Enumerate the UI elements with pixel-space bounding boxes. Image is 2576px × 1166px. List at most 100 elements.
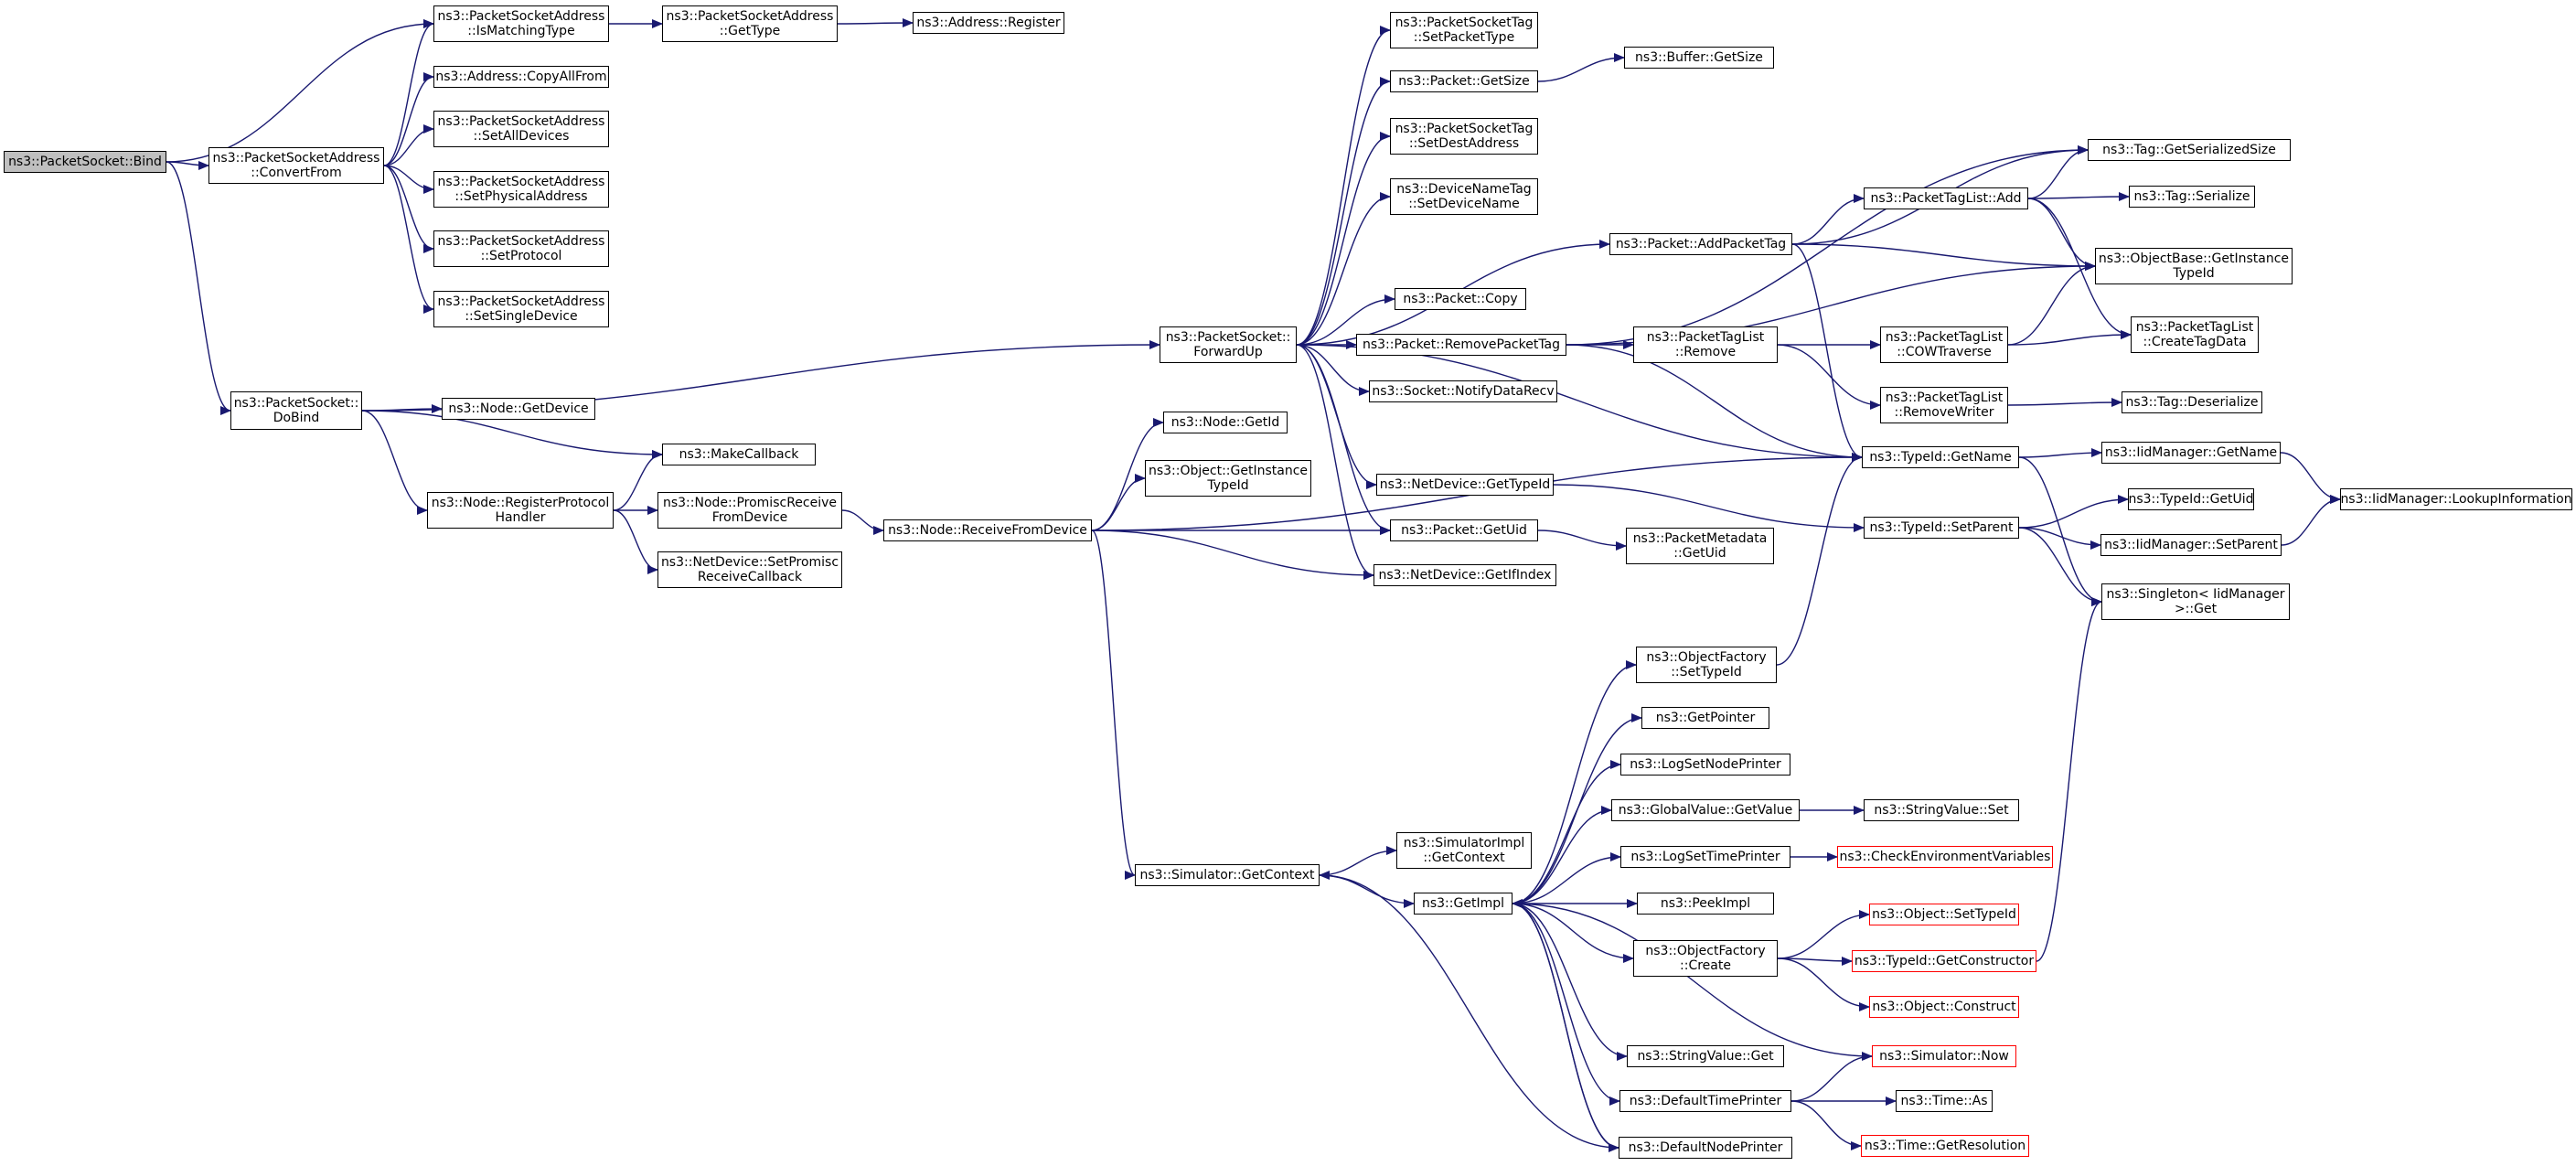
graph-node-packet-copy[interactable]: ns3::Packet::Copy: [1395, 288, 1526, 310]
graph-node-label: ns3::Packet::GetSize: [1398, 74, 1530, 89]
graph-node-singleton-get[interactable]: ns3::Singleton< IidManager>::Get: [2101, 583, 2290, 620]
graph-node-iidm-lookupinfo[interactable]: ns3::IidManager::LookupInformation: [2340, 488, 2572, 510]
call-edge-ptl_cowtraverse-to-ptl_createtagdata: [2007, 330, 2132, 346]
graph-node-label: ForwardUp: [1193, 345, 1263, 359]
graph-node-typeid-getuid[interactable]: ns3::TypeId::GetUid: [2128, 488, 2254, 510]
graph-node-label: ns3::PacketSocketTag: [1395, 122, 1534, 136]
graph-node-netdev-gettypeid[interactable]: ns3::NetDevice::GetTypeId: [1376, 474, 1554, 496]
graph-node-label: ns3::Address::CopyAllFrom: [435, 70, 607, 84]
graph-node-sim-getcontext[interactable]: ns3::Simulator::GetContext: [1135, 864, 1320, 886]
graph-node-setprotocol[interactable]: ns3::PacketSocketAddress::SetProtocol: [433, 230, 609, 267]
graph-node-forwardup[interactable]: ns3::PacketSocket::ForwardUp: [1160, 326, 1297, 363]
call-edge-ptl_add-to-objbase_getinsttid: [2027, 198, 2096, 271]
graph-node-copyallfrom[interactable]: ns3::Address::CopyAllFrom: [433, 66, 609, 88]
graph-node-label: ns3::Node::GetId: [1170, 415, 1280, 430]
graph-node-tag-serialize[interactable]: ns3::Tag::Serialize: [2129, 186, 2255, 208]
call-edge-typeid_getconstructor-to-singleton_get: [2036, 597, 2102, 962]
call-edge-getimpl-to-stringvalue_get: [1512, 903, 1628, 1061]
graph-node-convertfrom[interactable]: ns3::PacketSocketAddress::ConvertFrom: [208, 147, 384, 184]
graph-node-node-getdevice[interactable]: ns3::Node::GetDevice: [442, 398, 595, 420]
graph-node-label: ns3::PacketSocketAddress: [437, 114, 605, 129]
graph-node-objfact-settypeid[interactable]: ns3::ObjectFactory::SetTypeId: [1636, 647, 1777, 683]
graph-node-label: ns3::PacketTagList: [2135, 320, 2254, 335]
graph-node-addr-register[interactable]: ns3::Address::Register: [913, 12, 1064, 34]
graph-node-setsingledev[interactable]: ns3::PacketSocketAddress::SetSingleDevic…: [433, 291, 609, 327]
graph-node-typeid-setparent[interactable]: ns3::TypeId::SetParent: [1864, 517, 2019, 539]
graph-node-pst-setdestaddr[interactable]: ns3::PacketSocketTag::SetDestAddress: [1390, 118, 1538, 155]
graph-node-ptl-createtagdata[interactable]: ns3::PacketTagList::CreateTagData: [2131, 316, 2259, 353]
graph-node-time-getresolution[interactable]: ns3::Time::GetResolution: [1861, 1135, 2029, 1157]
graph-node-sim-now[interactable]: ns3::Simulator::Now: [1872, 1045, 2016, 1067]
graph-node-getimpl[interactable]: ns3::GetImpl: [1414, 893, 1512, 915]
call-edge-regprothandler-to-setpromisccb: [613, 509, 658, 574]
graph-node-label: ns3::GetPointer: [1655, 711, 1756, 725]
graph-node-recvfromdev[interactable]: ns3::Node::ReceiveFromDevice: [883, 519, 1092, 541]
graph-node-label: ::SetDestAddress: [1408, 136, 1520, 151]
graph-node-label: ns3::Node::RegisterProtocol: [431, 496, 610, 510]
graph-node-makecallback[interactable]: ns3::MakeCallback: [662, 444, 816, 465]
graph-node-tag-getsersize[interactable]: ns3::Tag::GetSerializedSize: [2088, 139, 2291, 161]
graph-node-objfact-create[interactable]: ns3::ObjectFactory::Create: [1633, 940, 1778, 977]
graph-node-tag-deserialize[interactable]: ns3::Tag::Deserialize: [2122, 391, 2262, 413]
call-edge-packet_addtag-to-typeid_getname: [1791, 243, 1863, 462]
graph-node-typeid-getconstructor[interactable]: ns3::TypeId::GetConstructor: [1852, 950, 2036, 972]
graph-node-buffer-getsize[interactable]: ns3::Buffer::GetSize: [1624, 47, 1774, 69]
graph-node-getpointer[interactable]: ns3::GetPointer: [1641, 707, 1769, 729]
graph-node-globalvalue-getvalue[interactable]: ns3::GlobalValue::GetValue: [1611, 799, 1800, 821]
graph-node-time-as[interactable]: ns3::Time::As: [1896, 1090, 1993, 1112]
graph-node-dnt-setdevname[interactable]: ns3::DeviceNameTag::SetDeviceName: [1390, 178, 1538, 215]
graph-node-packet-getuid[interactable]: ns3::Packet::GetUid: [1390, 519, 1538, 541]
graph-node-packet-addtag[interactable]: ns3::Packet::AddPacketTag: [1609, 233, 1792, 255]
graph-node-label: ns3::TypeId::SetParent: [1869, 520, 2014, 535]
call-edge-forwardup-to-packet_copy: [1296, 294, 1395, 346]
graph-node-ptl-removewriter[interactable]: ns3::PacketTagList::RemoveWriter: [1880, 387, 2008, 423]
graph-node-peekimpl[interactable]: ns3::PeekImpl: [1637, 893, 1774, 915]
graph-node-dobind[interactable]: ns3::PacketSocket::DoBind: [230, 391, 362, 430]
graph-node-ptl-cowtraverse[interactable]: ns3::PacketTagList::COWTraverse: [1880, 326, 2008, 363]
graph-node-defaulttimeprinter[interactable]: ns3::DefaultTimePrinter: [1619, 1090, 1791, 1112]
graph-node-stringvalue-get[interactable]: ns3::StringValue::Get: [1627, 1045, 1784, 1067]
graph-node-ptl-add[interactable]: ns3::PacketTagList::Add: [1864, 187, 2028, 209]
call-edge-iidm_getname-to-iidm_lookupinfo: [2280, 452, 2341, 504]
graph-node-pst-setpackettype[interactable]: ns3::PacketSocketTag::SetPacketType: [1390, 12, 1538, 48]
call-edge-getimpl-to-logsetnodeprinter: [1512, 760, 1621, 904]
graph-node-checkenvvars[interactable]: ns3::CheckEnvironmentVariables: [1837, 846, 2053, 868]
graph-node-obj-settypeid[interactable]: ns3::Object::SetTypeId: [1869, 904, 2019, 925]
call-edge-getimpl-to-logsettimeprinter: [1512, 852, 1621, 904]
graph-node-typeid-getname[interactable]: ns3::TypeId::GetName: [1862, 446, 2019, 468]
graph-node-ptl-remove[interactable]: ns3::PacketTagList::Remove: [1633, 326, 1778, 363]
graph-node-defaultnodeprinter[interactable]: ns3::DefaultNodePrinter: [1619, 1137, 1792, 1159]
graph-node-stringvalue-set[interactable]: ns3::StringValue::Set: [1864, 799, 2019, 821]
graph-node-ismatching[interactable]: ns3::PacketSocketAddress::IsMatchingType: [433, 5, 609, 42]
graph-node-iidm-getname[interactable]: ns3::IidManager::GetName: [2101, 442, 2281, 464]
call-edge-convertfrom-to-setsingledev: [383, 165, 434, 314]
call-edge-typeid_setparent-to-typeid_getuid: [2018, 495, 2129, 529]
graph-node-label: ns3::Node::PromiscReceive: [662, 496, 838, 510]
graph-node-socket-notifydatarecv[interactable]: ns3::Socket::NotifyDataRecv: [1369, 380, 1557, 402]
graph-node-psa-gettype[interactable]: ns3::PacketSocketAddress::GetType: [662, 5, 838, 42]
call-edge-typeid_setparent-to-singleton_get: [2018, 527, 2102, 606]
graph-node-netdev-getifindex[interactable]: ns3::NetDevice::GetIfIndex: [1374, 564, 1556, 586]
graph-node-label: ns3::PacketTagList: [1885, 390, 2004, 405]
graph-node-label: ns3::TypeId::GetName: [1869, 450, 2012, 465]
graph-node-pktmeta-getuid[interactable]: ns3::PacketMetadata::GetUid: [1626, 528, 1774, 564]
graph-node-packet-removetag[interactable]: ns3::Packet::RemovePacketTag: [1356, 334, 1566, 356]
graph-node-setphysaddr[interactable]: ns3::PacketSocketAddress::SetPhysicalAdd…: [433, 171, 609, 208]
graph-node-iidm-setparent[interactable]: ns3::IidManager::SetParent: [2100, 534, 2282, 556]
graph-node-logsettimeprinter[interactable]: ns3::LogSetTimePrinter: [1620, 846, 1790, 868]
graph-node-setalldevices[interactable]: ns3::PacketSocketAddress::SetAllDevices: [433, 111, 609, 147]
graph-node-node-getid[interactable]: ns3::Node::GetId: [1163, 412, 1288, 433]
graph-node-label: ns3::Time::GetResolution: [1864, 1139, 2026, 1153]
graph-node-label: ns3::PacketSocket::Bind: [8, 155, 162, 169]
graph-node-logsetnodeprinter[interactable]: ns3::LogSetNodePrinter: [1620, 754, 1790, 776]
graph-node-obj-construct[interactable]: ns3::Object::Construct: [1869, 996, 2019, 1018]
graph-node-label: ns3::PacketTagList::Add: [1870, 191, 2022, 206]
graph-node-label: DoBind: [273, 411, 320, 425]
graph-node-packet-getsize[interactable]: ns3::Packet::GetSize: [1390, 70, 1538, 92]
graph-node-simimpl-getcontext[interactable]: ns3::SimulatorImpl::GetContext: [1396, 832, 1532, 869]
